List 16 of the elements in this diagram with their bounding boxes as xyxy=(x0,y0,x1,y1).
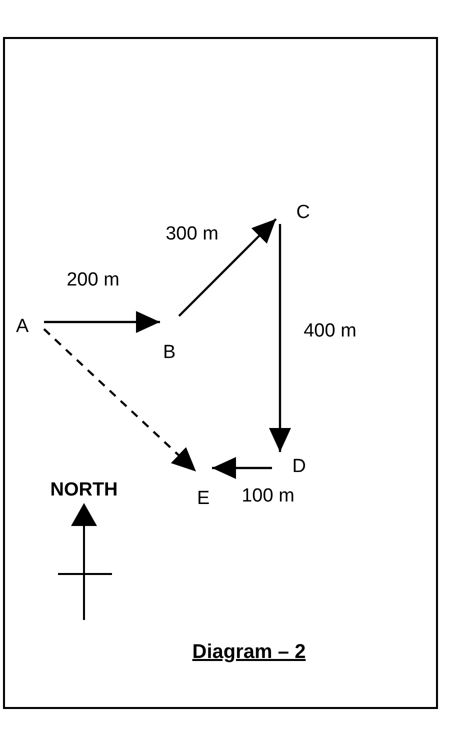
distance-label: 100 m xyxy=(242,486,294,506)
point-label: D xyxy=(272,452,306,476)
point-label: C xyxy=(276,192,310,224)
point-label: E xyxy=(196,460,212,508)
compass-label: NORTH xyxy=(50,480,118,500)
point-label: B xyxy=(160,316,182,362)
dashed-arrow xyxy=(43,328,197,472)
distance-label: 300 m xyxy=(166,224,218,244)
arrow xyxy=(178,218,277,317)
point-label: A xyxy=(16,314,44,338)
arrow xyxy=(44,311,160,333)
distance-label: 200 m xyxy=(66,270,120,290)
arrow xyxy=(212,457,272,479)
distance-label: 400 m xyxy=(304,322,356,340)
arrow xyxy=(269,224,291,452)
caption: Diagram – 2 xyxy=(192,642,306,662)
